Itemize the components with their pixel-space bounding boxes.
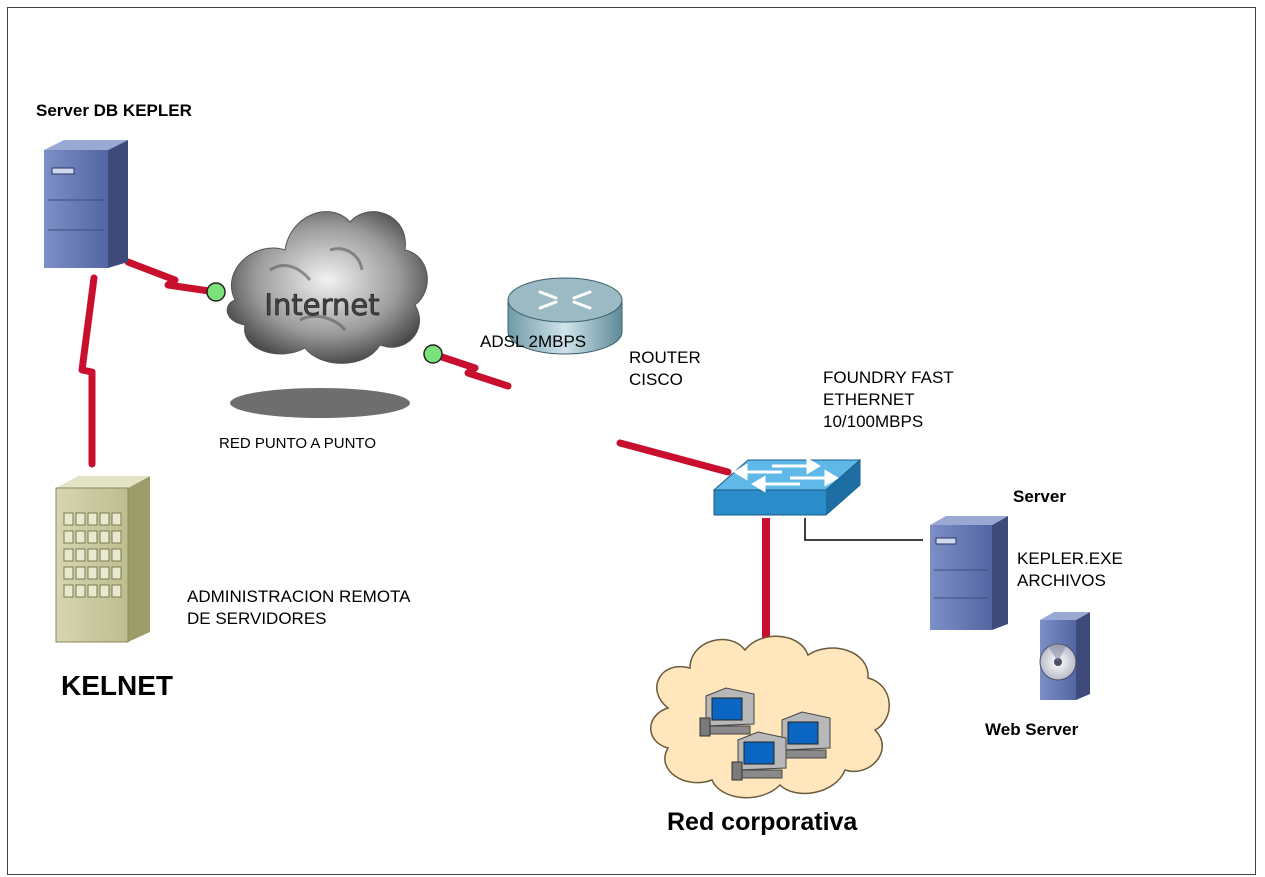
building-window	[75, 512, 86, 526]
building-window	[63, 584, 74, 598]
switch-icon	[712, 457, 862, 516]
cloud-icon	[650, 635, 890, 799]
building-window	[75, 548, 86, 562]
router-label-line1: ROUTER	[629, 348, 701, 367]
adsl-label: ADSL 2MBPS	[480, 332, 587, 351]
building-window	[63, 548, 74, 562]
router-icon	[507, 277, 623, 355]
switch-label-line1: FOUNDRY FAST	[823, 368, 954, 387]
router-label-line2: CISCO	[629, 370, 683, 389]
kelnet-label: KELNET	[61, 670, 173, 701]
admin-label-line1: ADMINISTRACION REMOTA	[187, 587, 411, 606]
building-window	[99, 548, 110, 562]
workstation-icon	[699, 687, 755, 737]
link-serverdb-internet	[124, 258, 220, 296]
building-window	[87, 548, 98, 562]
switch-label: FOUNDRY FAST ETHERNET 10/100MBPS	[823, 367, 954, 433]
server-label: Server	[1013, 487, 1066, 506]
web-server-label: Web Server	[985, 720, 1079, 739]
building-window	[111, 512, 122, 526]
admin-label: ADMINISTRACION REMOTA DE SERVIDORES	[187, 586, 411, 630]
cloud-icon	[226, 211, 428, 418]
endpoint-dot	[423, 344, 443, 364]
building-window	[63, 566, 74, 580]
link-router-switch	[616, 439, 732, 476]
red-corporativa-label: Red corporativa	[667, 808, 858, 836]
server-files-label: KEPLER.EXE ARCHIVOS	[1017, 548, 1123, 592]
cd-server-icon	[1039, 612, 1090, 700]
building-window	[75, 566, 86, 580]
building-window	[87, 584, 98, 598]
server-db-label: Server DB KEPLER	[36, 101, 192, 120]
building-window	[63, 530, 74, 544]
internet-label: Internet	[264, 288, 379, 322]
link-switch-server	[804, 518, 923, 541]
building-window	[111, 566, 122, 580]
endpoint-dot	[206, 282, 226, 302]
building-window	[111, 548, 122, 562]
link-internet-router	[429, 350, 512, 390]
building-icon	[55, 476, 150, 643]
router-label: ROUTER CISCO	[629, 347, 701, 391]
building-window	[111, 584, 122, 598]
red-punto-label: RED PUNTO A PUNTO	[219, 435, 376, 452]
building-window	[99, 530, 110, 544]
building-window	[75, 530, 86, 544]
switch-label-line3: 10/100MBPS	[823, 412, 924, 431]
building-window	[87, 566, 98, 580]
switch-label-line2: ETHERNET	[823, 390, 915, 409]
building-window	[99, 566, 110, 580]
building-window	[87, 530, 98, 544]
building-window	[99, 584, 110, 598]
server-icon	[930, 516, 1008, 630]
building-window	[87, 512, 98, 526]
building-window	[99, 512, 110, 526]
archivos-label: ARCHIVOS	[1017, 571, 1106, 590]
server-icon	[44, 140, 128, 268]
building-window	[75, 584, 86, 598]
workstation-icon	[731, 731, 787, 781]
admin-label-line2: DE SERVIDORES	[187, 609, 327, 628]
building-window	[63, 512, 74, 526]
diagram-frame	[7, 7, 1256, 875]
link-serverdb-kelnet	[78, 274, 98, 468]
kepler-exe-label: KEPLER.EXE	[1017, 549, 1123, 568]
building-window	[111, 530, 122, 544]
